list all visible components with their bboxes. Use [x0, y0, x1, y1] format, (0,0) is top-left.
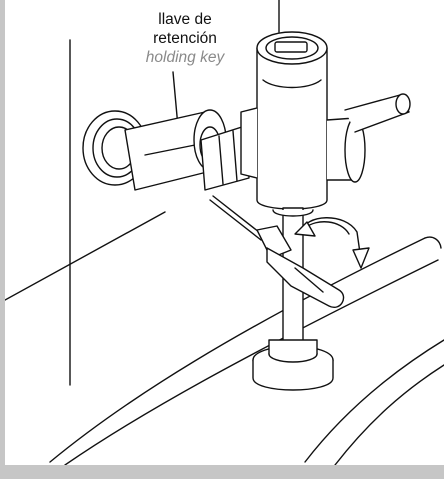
fixture-outline: [49, 236, 444, 465]
screwdriver: [209, 195, 345, 308]
illustration-panel: llave de retención holding key: [5, 0, 444, 465]
callout-label-en: holding key: [145, 49, 225, 66]
wall-lines: [5, 39, 166, 386]
flushometer-drawing: [5, 0, 444, 465]
rotation-arrow: [294, 217, 370, 269]
handle-outlet: [326, 93, 411, 183]
flush-valve-body: [240, 31, 328, 210]
holding-key-callout: llave de retención holding key: [115, 10, 255, 67]
callout-label-es-line1: llave de: [158, 11, 212, 28]
spud-coupling: [252, 339, 334, 391]
callout-label-es-line2: retención: [153, 30, 217, 47]
coupling-nut: [200, 125, 250, 191]
